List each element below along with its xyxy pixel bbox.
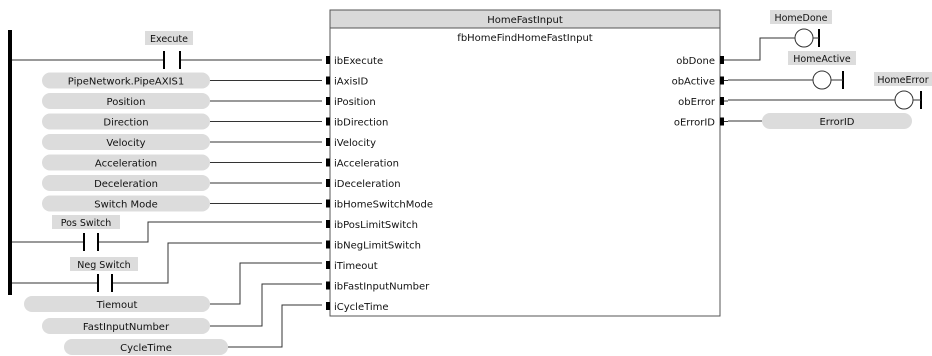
input-pin-ibFastInputNumber[interactable] [326,281,330,290]
home-active-label: HomeActive [793,54,851,65]
input-label-ibPosLimitSwitch: ibPosLimitSwitch [334,220,418,231]
input-label-iDeceleration: iDeceleration [334,179,401,190]
input-label-iPosition: iPosition [334,97,376,108]
input-pin-iCycleTime[interactable] [326,302,330,310]
input-variable-label: Deceleration [94,179,158,190]
input-variable-label: Position [107,97,146,108]
neg-switch-contact[interactable]: Neg Switch [12,242,322,292]
input-pin-ibPosLimitSwitch[interactable] [326,220,330,228]
home-error-label: HomeError [877,75,928,86]
output-label-obDone: obDone [676,56,715,67]
input-variable-label: Acceleration [95,159,157,170]
function-block[interactable]: HomeFastInput fbHomeFindHomeFastInput ib… [326,9,728,317]
execute-contact-label: Execute [150,34,188,45]
input-label-iCycleTime: iCycleTime [334,302,389,313]
input-pin-iPosition[interactable] [326,97,330,105]
error-id-label: ErrorID [819,117,854,128]
input-pin-ibHomeSwitchMode[interactable] [326,199,330,208]
input-variable-2[interactable]: Position [42,93,322,109]
input-variable-7[interactable]: Switch Mode [42,195,322,212]
home-done-coil[interactable]: HomeDone [728,10,832,61]
home-error-coil[interactable]: HomeError [728,72,932,110]
output-pin-obActive[interactable] [720,76,724,85]
fast-input-number-variable[interactable]: FastInputNumber [42,318,210,334]
input-pin-iAxisID[interactable] [326,76,330,85]
home-done-label: HomeDone [774,13,827,24]
input-pin-iDeceleration[interactable] [326,179,330,187]
function-block-body [329,9,721,317]
output-pin-oErrorID[interactable] [720,117,724,126]
input-variable-label: PipeNetwork.PipeAXIS1 [68,77,184,88]
output-pin-obError[interactable] [720,97,724,105]
pos-switch-contact[interactable]: Pos Switch [12,215,322,251]
output-label-obActive: obActive [672,77,715,88]
function-block-header [329,9,721,29]
input-pin-iVelocity[interactable] [326,138,330,146]
home-active-coil[interactable]: HomeActive [728,51,856,90]
left-power-rail [8,30,12,295]
block-type-name: HomeFastInput [487,15,563,26]
input-variables: PipeNetwork.PipeAXIS1PositionDirectionVe… [42,72,322,212]
input-variable-3[interactable]: Direction [42,113,322,130]
input-label-ibExecute: ibExecute [334,56,383,67]
cycle-time-variable[interactable]: CycleTime [64,339,228,355]
input-pin-iTimeout[interactable] [326,261,330,269]
input-pin-ibDirection[interactable] [326,117,330,126]
pos-switch-label: Pos Switch [61,218,112,229]
cycle-time-variable-label: CycleTime [120,343,172,354]
timeout-variable[interactable]: Tiemout [24,296,210,312]
input-label-ibHomeSwitchMode: ibHomeSwitchMode [334,200,433,211]
input-label-iTimeout: iTimeout [334,261,378,272]
input-variable-6[interactable]: Deceleration [42,175,322,191]
input-label-ibNegLimitSwitch: ibNegLimitSwitch [334,241,421,252]
bottom-variables: Tiemout FastInputNumber CycleTime [24,262,322,355]
input-variable-1[interactable]: PipeNetwork.PipeAXIS1 [42,72,322,89]
input-label-ibDirection: ibDirection [334,118,388,129]
input-pin-iAcceleration[interactable] [326,158,330,167]
block-inputs: ibExecute iAxisID iPosition ibDirection iVel… [326,56,433,313]
input-variable-5[interactable]: Acceleration [42,154,322,171]
input-label-iAcceleration: iAcceleration [334,159,399,170]
input-variable-label: Velocity [106,138,145,149]
input-variable-4[interactable]: Velocity [42,134,322,150]
input-variable-label: Direction [103,118,148,129]
input-label-ibFastInputNumber: ibFastInputNumber [334,282,430,293]
input-label-iAxisID: iAxisID [334,77,368,88]
execute-contact[interactable]: Execute [12,31,322,69]
timeout-variable-label: Tiemout [96,300,138,311]
output-label-oErrorID: oErrorID [674,118,715,129]
input-variable-label: Switch Mode [94,200,158,211]
output-pin-obDone[interactable] [720,56,724,64]
block-outputs: obDone obActive obError oErrorID [672,56,728,129]
block-instance-name: fbHomeFindHomeFastInput [457,33,592,44]
neg-switch-label: Neg Switch [77,260,130,271]
error-id-variable[interactable]: ErrorID [728,113,912,129]
fast-input-number-variable-label: FastInputNumber [83,322,170,333]
output-label-obError: obError [678,97,716,108]
input-pin-ibExecute[interactable] [326,56,330,64]
input-pin-ibNegLimitSwitch[interactable] [326,240,330,249]
input-label-iVelocity: iVelocity [334,138,376,149]
